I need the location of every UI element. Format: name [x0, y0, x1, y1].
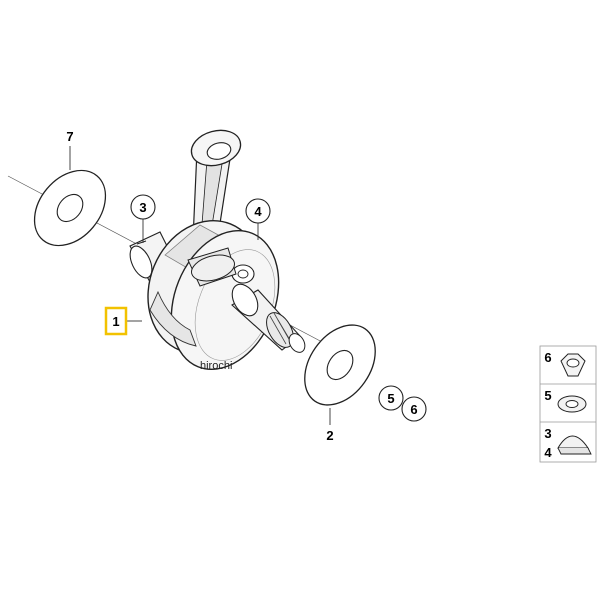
- callout-4[interactable]: 4: [245, 198, 271, 224]
- svg-text:3: 3: [139, 200, 146, 215]
- nut-icon: [560, 353, 586, 377]
- watermark: hirochi: [200, 360, 232, 372]
- crankshaft-right-shaft: [231, 283, 306, 353]
- callout-1-highlighted[interactable]: 1: [104, 306, 128, 336]
- svg-text:2: 2: [326, 428, 333, 443]
- callout-5[interactable]: 5: [378, 385, 404, 411]
- svg-text:7: 7: [66, 129, 73, 144]
- legend-row-key[interactable]: 3 4: [544, 426, 592, 460]
- callout-6[interactable]: 6: [401, 396, 427, 422]
- legend-row-nut[interactable]: 6: [544, 350, 586, 377]
- svg-text:5: 5: [544, 388, 551, 403]
- callout-1-highlight-box: [104, 306, 128, 336]
- washer-part-2[interactable]: [290, 312, 390, 418]
- woodruff-key-icon: [557, 435, 592, 455]
- legend-panel: 6 5 3 4: [539, 345, 597, 463]
- spring-washer-icon: [557, 395, 587, 413]
- legend-row-washer[interactable]: 5: [544, 388, 587, 413]
- svg-text:6: 6: [410, 402, 417, 417]
- svg-text:3: 3: [544, 426, 551, 441]
- callout-2[interactable]: 2: [326, 428, 333, 443]
- svg-text:4: 4: [544, 445, 552, 460]
- callout-3[interactable]: 3: [130, 194, 156, 220]
- svg-text:5: 5: [387, 391, 394, 406]
- crankshaft-body[interactable]: [129, 203, 299, 385]
- svg-text:1: 1: [112, 314, 119, 329]
- callout-7[interactable]: 7: [66, 129, 73, 144]
- svg-text:6: 6: [544, 350, 551, 365]
- washer-part-7[interactable]: [20, 157, 120, 260]
- svg-text:4: 4: [254, 204, 262, 219]
